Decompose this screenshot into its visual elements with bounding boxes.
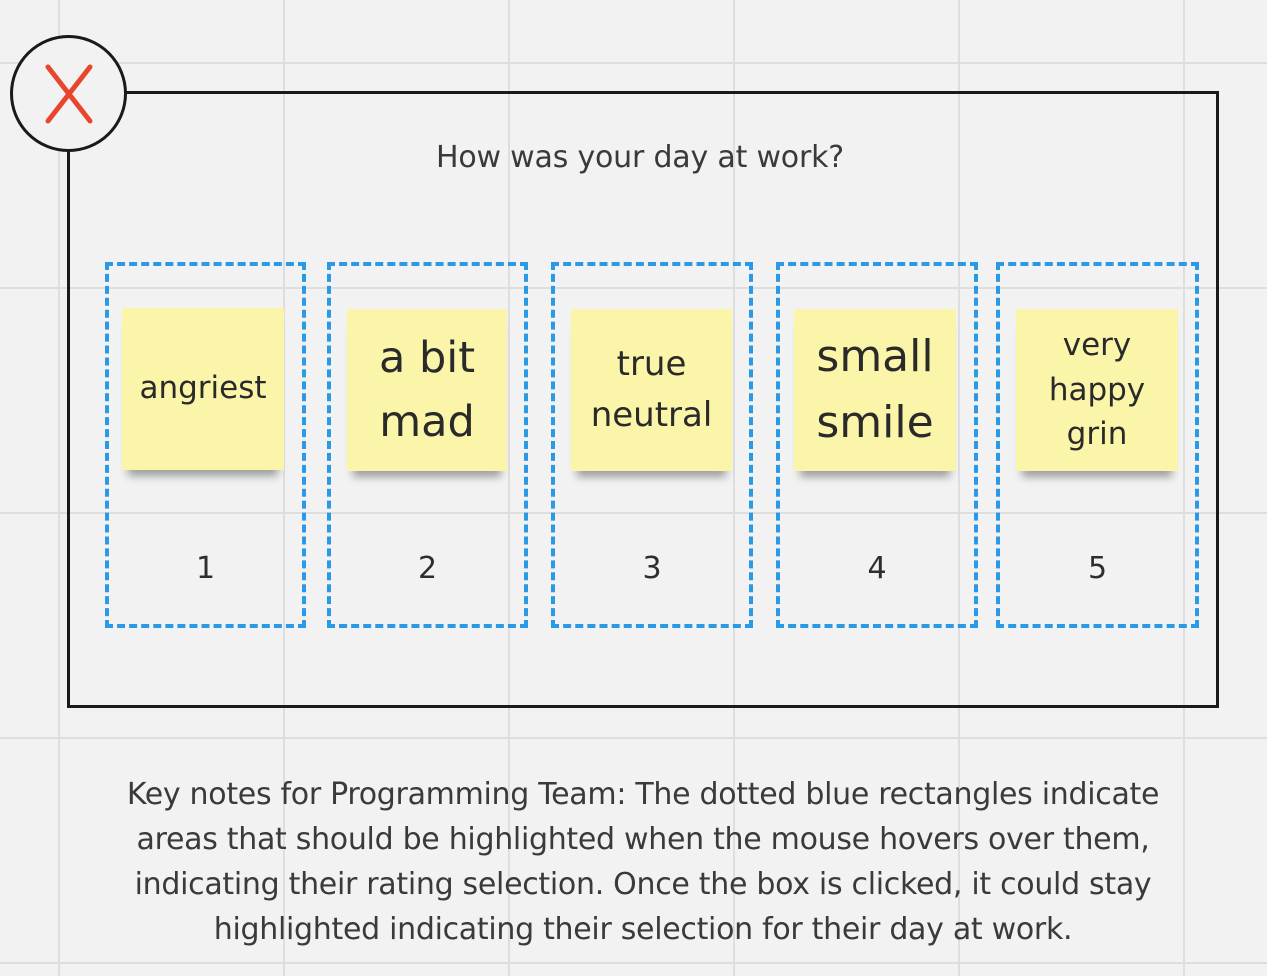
rating-number: 2: [417, 551, 438, 586]
sticky-note: small smile: [794, 309, 956, 471]
sticky-note: angriest: [122, 308, 284, 470]
rating-number: 4: [867, 551, 887, 586]
x-icon: [45, 64, 92, 123]
rating-option-5[interactable]: very happy grin 5: [996, 262, 1199, 628]
rating-option-2[interactable]: a bit mad 2: [327, 262, 528, 628]
sticky-note: very happy grin: [1016, 309, 1178, 471]
sticky-note-label: very happy grin: [1048, 326, 1146, 453]
sticky-note-label: true neutral: [590, 344, 713, 435]
rating-option-1[interactable]: angriest 1: [105, 262, 306, 628]
rating-option-4[interactable]: small smile 4: [776, 262, 978, 628]
sticky-note: a bit mad: [347, 309, 507, 471]
rating-option-3[interactable]: true neutral 3: [551, 262, 753, 628]
sticky-note-label: angriest: [139, 370, 267, 407]
programming-notes: Key notes for Programming Team: The dott…: [126, 777, 1160, 947]
rating-number: 5: [1087, 551, 1108, 586]
question-text: How was your day at work?: [436, 140, 844, 175]
close-button[interactable]: [10, 35, 127, 152]
survey-frame: [67, 91, 1219, 708]
rating-number: 3: [642, 551, 662, 586]
sticky-note-label: small smile: [816, 331, 934, 448]
rating-number: 1: [195, 551, 216, 586]
sticky-note: true neutral: [571, 309, 732, 471]
sticky-note-label: a bit mad: [378, 332, 476, 448]
